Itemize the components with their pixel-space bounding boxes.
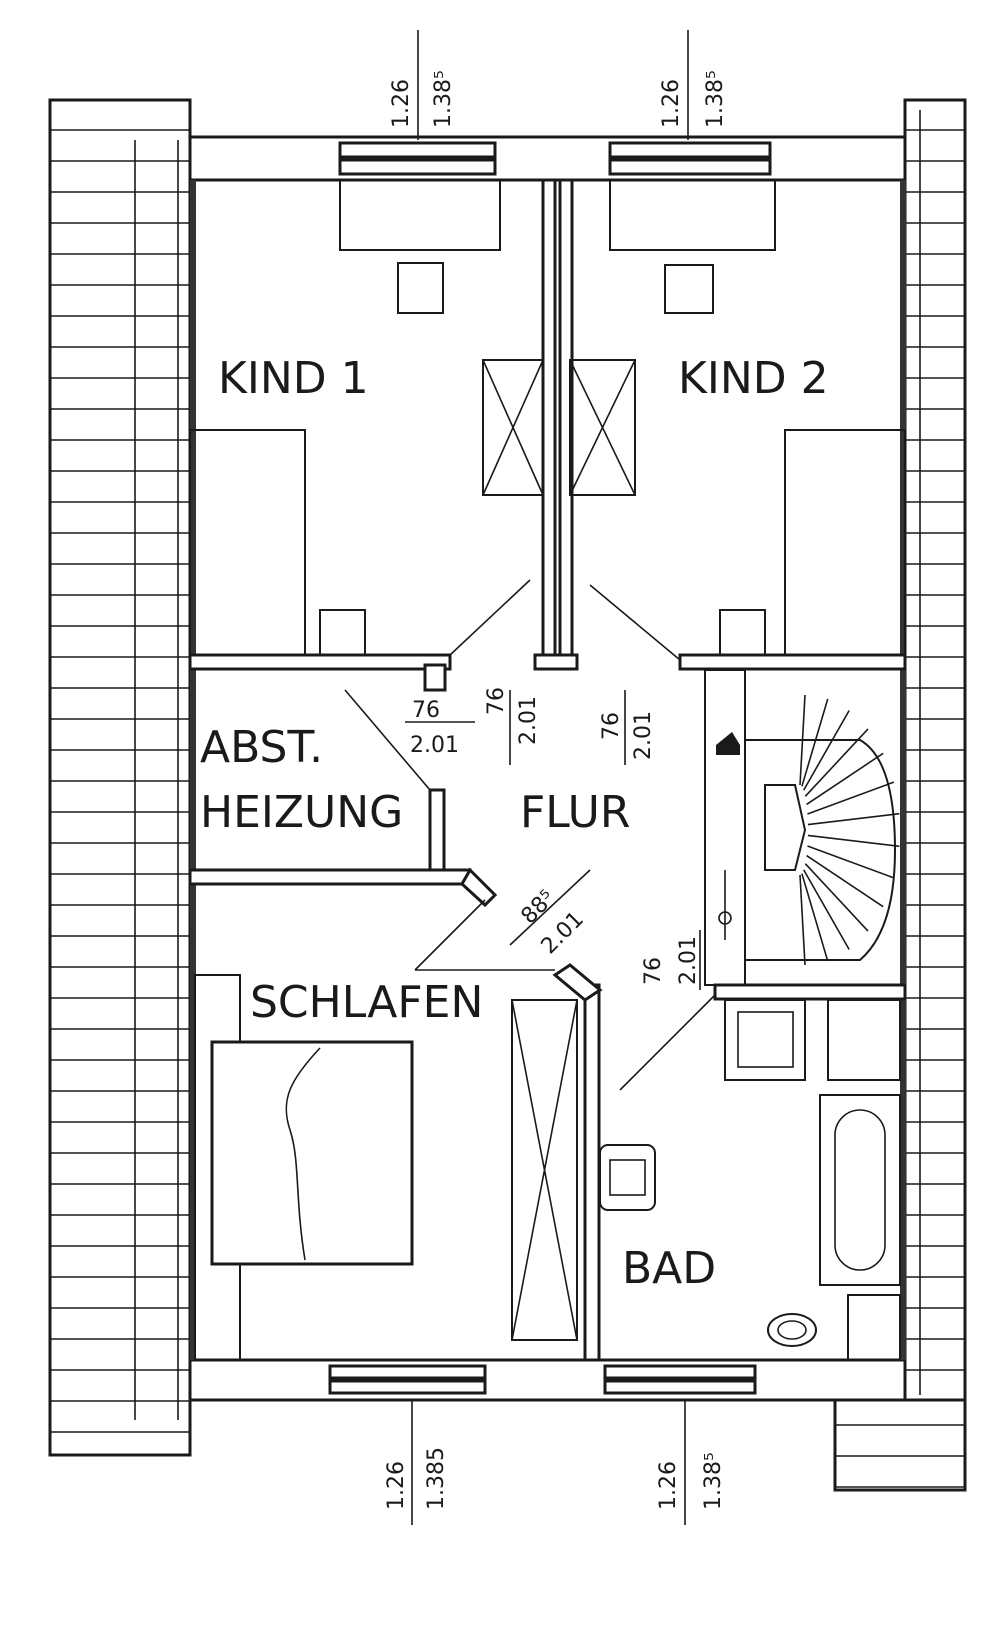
roof-tile-line [807,781,895,815]
window-width-top-left: 1.26 [389,79,414,128]
door-height-bad: 2.01 [676,936,701,985]
room-label-flur: FLUR [520,787,630,838]
window-height-top-right: 1.38⁵ [703,70,728,128]
roof-tile-line [803,710,850,791]
door-height-kind2: 2.01 [631,711,656,760]
outer-walls [188,135,907,1402]
window-height-top-left: 1.38⁵ [431,70,456,128]
window-width-bottom-right: 1.26 [656,1461,681,1510]
room-label-bad: BAD [622,1243,716,1294]
dimension-lines [405,30,701,1525]
roof-tile-line [799,874,806,966]
door-height-abst: 2.01 [410,733,459,758]
door-width-bad: 76 [641,957,666,985]
door-width-kind1: 76 [484,687,509,715]
door-swings [344,579,716,1091]
window-height-bottom-right: 1.38⁵ [701,1452,726,1510]
roof-tile-line [804,728,869,797]
roof-tile-line [801,698,829,787]
roof-tile-line [801,873,829,962]
roof-tile-line [807,834,900,848]
roof-tile-line [799,694,806,786]
roof-left [48,98,192,1457]
room-label-kind2: KIND 2 [678,353,829,404]
roof-tile-line [803,869,850,950]
roof-tile-line [806,854,884,908]
door-width-schlafen: 88⁵ [517,886,561,930]
window-height-bottom-left: 1.385 [424,1447,449,1510]
door-height-kind1: 2.01 [516,696,541,745]
roof-tile-line [804,863,869,932]
roof-tile-line [807,812,900,826]
staircase [716,694,900,966]
door-width-kind2: 76 [599,712,624,740]
roof-tile-line [807,845,895,879]
room-label-abst: ABST. [200,722,323,773]
windows [328,141,772,1395]
roof-right [833,98,967,1492]
room-label-heizung: HEIZUNG [200,787,403,838]
window-width-top-right: 1.26 [659,79,684,128]
door-width-abst: 76 [412,698,440,723]
window-width-bottom-left: 1.26 [384,1461,409,1510]
roof-tile-line [806,752,884,806]
room-label-schlafen: SCHLAFEN [250,977,483,1028]
room-label-kind1: KIND 1 [218,353,369,404]
furniture [189,179,906,1361]
